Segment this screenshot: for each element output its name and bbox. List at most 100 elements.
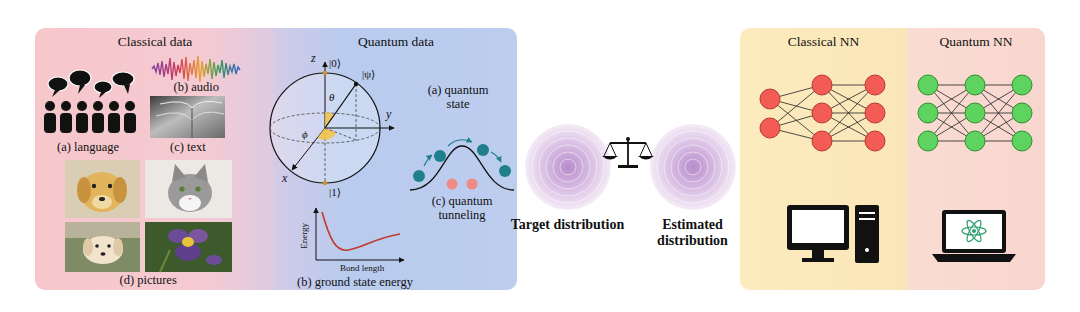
quantum-network — [918, 131, 938, 151]
audio-waveform — [152, 56, 240, 82]
bloch-sphere — [325, 62, 326, 128]
cat-photo — [179, 195, 201, 211]
quantum-laptop-icon — [965, 219, 984, 244]
quantum-network — [918, 75, 1032, 151]
bloch-sphere — [323, 71, 327, 75]
bloch-sphere — [325, 128, 356, 140]
cat-photo — [145, 160, 232, 218]
balance-scale — [604, 143, 616, 156]
flower-photo — [188, 229, 208, 243]
book-photo — [150, 96, 225, 138]
quantum-network — [918, 75, 938, 95]
dog-photo — [92, 195, 112, 209]
balance-scale — [602, 137, 654, 168]
distribution-label: Target distribution — [506, 217, 629, 233]
people-icon — [60, 113, 72, 133]
desktop-computer-icon — [859, 218, 875, 220]
bloch-sphere — [325, 84, 356, 128]
puppy-photo — [65, 222, 140, 238]
people-icon — [52, 90, 60, 97]
desktop-computer-icon — [792, 210, 844, 243]
balance-scale — [640, 143, 652, 156]
panel-title: Classical NN — [740, 28, 907, 50]
balance-scale — [638, 156, 654, 160]
flower-photo — [160, 250, 170, 272]
bloch-sphere — [325, 128, 326, 183]
classical-network — [812, 131, 832, 151]
flower-photo — [145, 222, 232, 272]
axis-symbol: |1⟩ — [329, 186, 341, 198]
bloch-sphere — [270, 113, 380, 143]
axis-symbol: |0⟩ — [329, 57, 341, 69]
classical-network — [865, 103, 885, 123]
bloch-sphere — [325, 128, 394, 129]
balance-scale — [602, 156, 618, 160]
tunneling-sketch — [424, 155, 432, 166]
tunneling-sketch — [491, 152, 501, 162]
data-panel: Quantum data — [275, 28, 517, 290]
distribution-ring — [553, 152, 583, 182]
axis-symbol: Energy — [300, 223, 310, 249]
classical-network — [760, 75, 885, 151]
quantum-laptop-icon — [942, 210, 1006, 253]
people-icon — [124, 113, 136, 133]
tunneling-sketch — [447, 179, 458, 190]
distribution-ring — [664, 138, 722, 196]
quantum-network — [918, 103, 938, 123]
tunneling-sketch — [410, 146, 514, 190]
quantum-network — [1012, 75, 1032, 95]
classical-network — [865, 75, 885, 95]
dog-photo — [108, 184, 112, 188]
panel-title: Classical data — [35, 28, 275, 50]
sub-caption: (a) quantum state — [422, 84, 494, 112]
energy-plot — [316, 260, 404, 261]
cat-photo — [145, 160, 232, 218]
quantum-network — [918, 75, 1032, 151]
classical-network — [760, 75, 885, 151]
quantum-laptop-icon — [965, 219, 984, 244]
people-icon — [94, 81, 112, 93]
axis-symbol: y — [386, 108, 391, 121]
people-icon — [99, 92, 106, 98]
tunneling-sketch — [434, 150, 446, 162]
people-icon — [69, 70, 91, 86]
desktop-computer-icon — [787, 205, 879, 263]
bloch-sphere — [292, 128, 325, 170]
people-icon — [76, 113, 88, 133]
bloch-sphere — [325, 112, 334, 128]
book-photo — [150, 96, 225, 138]
quantum-network — [965, 75, 985, 95]
puppy-photo — [83, 236, 123, 264]
tunneling-sketch — [467, 179, 478, 190]
axis-symbol: Bond length — [340, 264, 384, 274]
people-icon — [124, 84, 130, 94]
sub-caption: (d) pictures — [120, 274, 177, 288]
audio-waveform — [152, 56, 240, 82]
distribution-circle: Target distribution — [506, 123, 629, 237]
puppy-photo — [95, 244, 99, 248]
axis-symbol: x — [282, 172, 287, 185]
people-icon — [78, 85, 85, 94]
tunneling-sketch — [448, 140, 472, 146]
desktop-computer-icon — [859, 212, 875, 214]
sub-caption: (a) language — [57, 141, 119, 155]
people-icon — [93, 101, 103, 111]
distribution-ring — [560, 159, 576, 175]
classical-network — [760, 118, 780, 138]
flower-photo — [145, 222, 232, 272]
quantum-network — [928, 85, 1022, 141]
desktop-computer-icon — [802, 258, 834, 262]
balance-scale — [626, 137, 630, 141]
puppy-photo — [113, 238, 123, 256]
people-icon — [108, 113, 120, 133]
dog-photo — [65, 160, 140, 218]
quantum-laptop-icon — [932, 210, 1016, 262]
balance-scale — [627, 140, 629, 165]
energy-plot — [316, 208, 404, 260]
dog-photo — [80, 172, 124, 212]
people-icon — [112, 72, 134, 86]
people-icon — [48, 77, 68, 91]
tunneling-sketch — [499, 165, 511, 177]
bloch-sphere — [270, 62, 394, 185]
cat-photo — [172, 164, 186, 182]
